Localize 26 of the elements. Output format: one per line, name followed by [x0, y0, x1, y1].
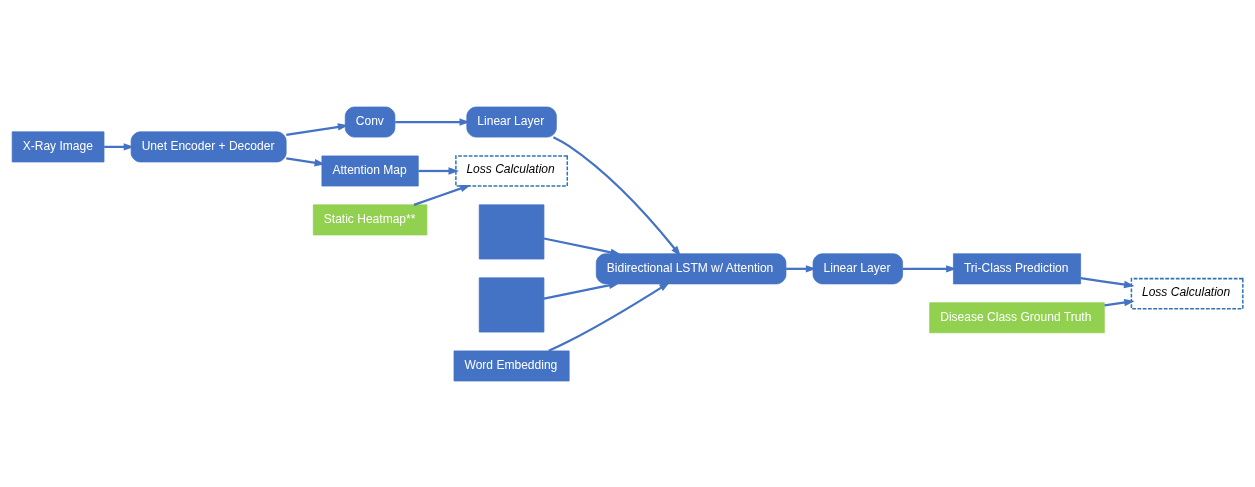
arrow	[543, 236, 621, 256]
node-box: Unet Encoder + Decoder	[130, 130, 287, 162]
arrow	[286, 122, 349, 136]
node-box: Static Heatmap**	[312, 204, 428, 235]
node-box: Word Embedding	[453, 350, 570, 381]
node-box: X-Ray Image	[11, 130, 105, 162]
node-box: Attention Map	[321, 155, 419, 186]
arrow	[104, 142, 135, 151]
arrow	[413, 184, 471, 206]
arrow	[902, 264, 957, 273]
arrow	[1104, 298, 1135, 306]
arrow	[543, 281, 620, 300]
node-box	[478, 204, 545, 259]
node-box: Conv	[344, 106, 396, 137]
arrow	[1080, 276, 1135, 288]
node-box: Bidirectional LSTM w/ Attention	[595, 252, 787, 284]
node-box: Linear Layer	[812, 252, 903, 284]
node-box: Disease Class Ground Truth	[929, 301, 1105, 333]
node-box: Loss Calculation	[1130, 277, 1244, 309]
node-box: Tri-Class Prediction	[953, 252, 1081, 284]
node-box: Loss Calculation	[455, 154, 569, 187]
arrow	[552, 135, 681, 256]
node-box: Linear Layer	[466, 106, 557, 137]
arrow	[548, 281, 670, 352]
node-box	[478, 277, 545, 332]
arrow	[418, 166, 460, 175]
